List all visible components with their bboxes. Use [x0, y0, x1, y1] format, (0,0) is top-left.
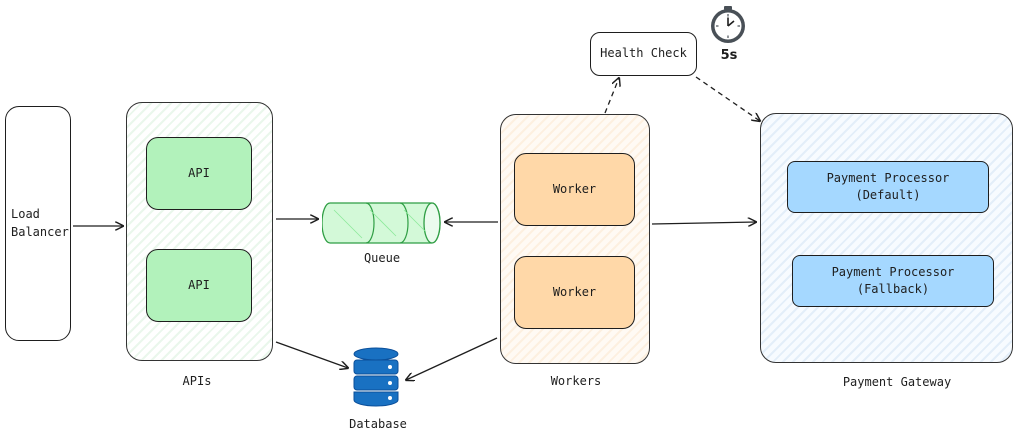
- payment-gateway-group: [760, 113, 1013, 363]
- worker-box-1: Worker: [514, 153, 635, 226]
- api-box-2: API: [146, 249, 252, 322]
- database-label: Database: [349, 417, 407, 431]
- payment-processor-default: Payment Processor (Default): [787, 161, 989, 213]
- api-label-1: API: [188, 165, 210, 180]
- arrow-workers-to-database: [406, 337, 498, 380]
- load-balancer-box: Load Balancer: [5, 106, 71, 341]
- payment-gateway-group-label: Payment Gateway: [842, 375, 952, 389]
- payment-processor-fallback-label: Payment Processor (Fallback): [831, 264, 955, 296]
- worker-box-2: Worker: [514, 256, 635, 329]
- api-label-2: API: [188, 277, 210, 292]
- arrow-apis-to-database: [275, 341, 348, 368]
- payment-processor-fallback: Payment Processor (Fallback): [792, 255, 994, 307]
- arrow-workers-to-healthcheck: [604, 78, 619, 114]
- queue-icon: [322, 202, 441, 244]
- api-box-1: API: [146, 137, 252, 210]
- apis-group-label: APIs: [182, 374, 212, 388]
- queue-label: Queue: [363, 251, 401, 265]
- health-check-box: Health Check: [590, 32, 697, 76]
- worker-label-2: Worker: [552, 284, 597, 299]
- payment-processor-default-label: Payment Processor (Default): [826, 170, 950, 202]
- worker-label-1: Worker: [552, 181, 597, 196]
- workers-group-label: Workers: [550, 374, 602, 388]
- database-icon: [353, 347, 399, 407]
- health-check-label: Health Check: [600, 46, 687, 61]
- stopwatch-icon: [711, 6, 745, 43]
- health-check-interval: 5s: [720, 48, 738, 63]
- arrow-workers-to-gateway: [651, 222, 756, 224]
- arrow-healthcheck-to-gateway: [695, 76, 760, 121]
- load-balancer-label: Load Balancer: [11, 207, 69, 239]
